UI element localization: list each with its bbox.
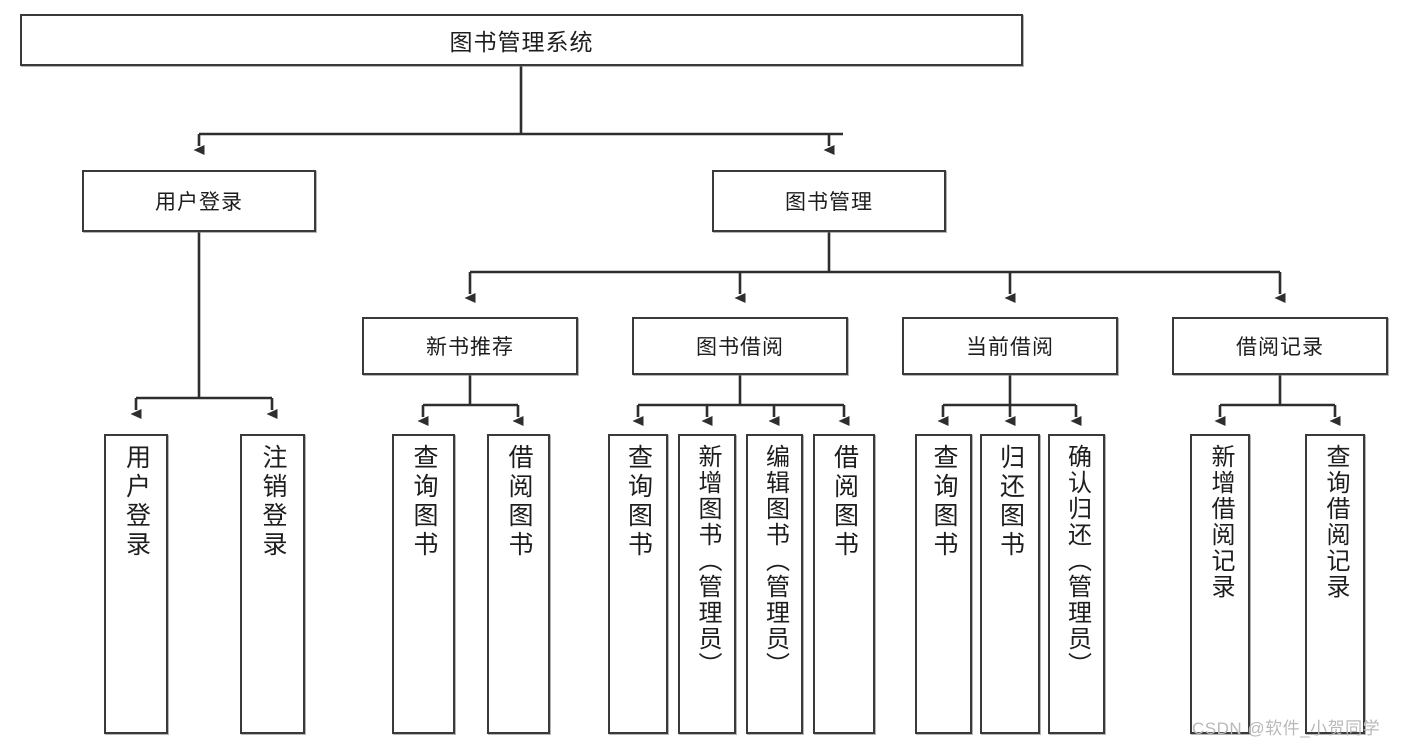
node-leaf-query-record-label: 查询借阅记录 bbox=[1321, 444, 1349, 600]
node-leaf-query-book-2[interactable]: 查询图书 bbox=[608, 434, 668, 734]
node-new-book-rec-label: 新书推荐 bbox=[426, 336, 514, 359]
node-user-login-label: 用户登录 bbox=[155, 191, 243, 214]
node-leaf-return-book[interactable]: 归还图书 bbox=[980, 434, 1040, 734]
node-leaf-borrow-book-1[interactable]: 借阅图书 bbox=[487, 434, 550, 734]
node-leaf-borrow-book-2-label: 借阅图书 bbox=[830, 444, 859, 560]
node-leaf-add-record-label: 新增借阅记录 bbox=[1206, 444, 1234, 600]
node-leaf-query-book-1-label: 查询图书 bbox=[410, 444, 438, 560]
node-leaf-query-book-3[interactable]: 查询图书 bbox=[915, 434, 972, 734]
node-leaf-borrow-book-2[interactable]: 借阅图书 bbox=[813, 434, 875, 734]
node-root[interactable]: 图书管理系统 bbox=[20, 14, 1023, 66]
node-book-borrow[interactable]: 图书借阅 bbox=[632, 317, 848, 375]
node-leaf-logout-label: 注销登录 bbox=[259, 444, 287, 560]
node-borrow-record-label: 借阅记录 bbox=[1236, 336, 1324, 359]
node-leaf-return-book-label: 归还图书 bbox=[996, 444, 1025, 560]
node-leaf-add-book-label: 新增图书（管理员） bbox=[693, 444, 721, 678]
node-borrow-record[interactable]: 借阅记录 bbox=[1172, 317, 1388, 375]
node-leaf-logout[interactable]: 注销登录 bbox=[240, 434, 305, 734]
node-leaf-query-book-2-label: 查询图书 bbox=[624, 444, 653, 560]
node-book-manage-label: 图书管理 bbox=[785, 191, 873, 214]
node-book-manage[interactable]: 图书管理 bbox=[712, 170, 946, 232]
node-current-borrow-label: 当前借阅 bbox=[966, 336, 1054, 359]
node-leaf-query-record[interactable]: 查询借阅记录 bbox=[1305, 434, 1365, 734]
node-leaf-borrow-book-1-label: 借阅图书 bbox=[505, 444, 533, 560]
node-leaf-add-record[interactable]: 新增借阅记录 bbox=[1190, 434, 1250, 734]
node-current-borrow[interactable]: 当前借阅 bbox=[902, 317, 1118, 375]
node-leaf-query-book-3-label: 查询图书 bbox=[930, 444, 958, 560]
node-leaf-query-book-1[interactable]: 查询图书 bbox=[392, 434, 455, 734]
node-leaf-confirm-return[interactable]: 确认归还（管理员） bbox=[1048, 434, 1105, 734]
node-new-book-rec[interactable]: 新书推荐 bbox=[362, 317, 578, 375]
node-user-login[interactable]: 用户登录 bbox=[82, 170, 316, 232]
node-root-label: 图书管理系统 bbox=[449, 29, 594, 55]
node-leaf-user-login-label: 用户登录 bbox=[122, 444, 151, 560]
node-leaf-edit-book-label: 编辑图书（管理员） bbox=[761, 444, 789, 678]
node-leaf-add-book[interactable]: 新增图书（管理员） bbox=[678, 434, 736, 734]
node-leaf-confirm-return-label: 确认归还（管理员） bbox=[1063, 444, 1091, 678]
node-book-borrow-label: 图书借阅 bbox=[696, 336, 784, 359]
node-leaf-edit-book[interactable]: 编辑图书（管理员） bbox=[746, 434, 803, 734]
csdn-watermark: CSDN @软件_小贺同学 bbox=[1192, 719, 1381, 738]
node-leaf-user-login[interactable]: 用户登录 bbox=[104, 434, 168, 734]
